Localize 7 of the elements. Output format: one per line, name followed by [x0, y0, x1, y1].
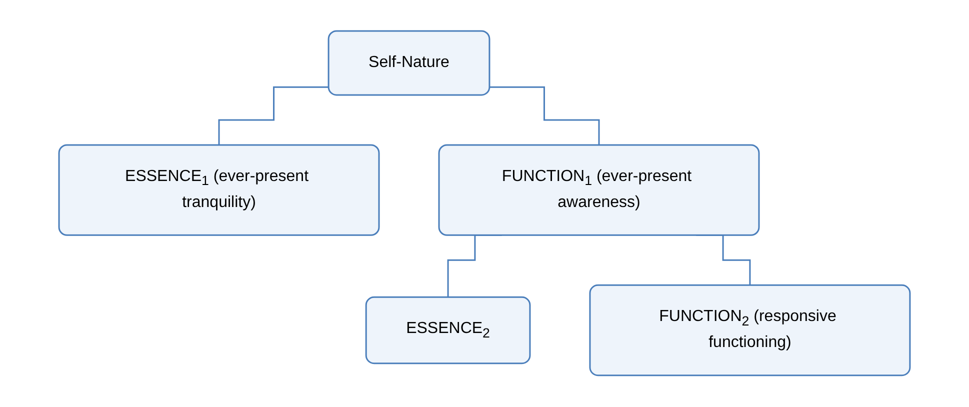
connector — [218, 86, 329, 146]
node-box: Self-Nature — [328, 30, 490, 96]
node-box: ESSENCE$_{1}$ (ever-present tranquility) — [58, 144, 380, 236]
connector — [489, 86, 600, 146]
node-box: FUNCTION$_{1}$ (ever-present awareness) — [438, 144, 760, 236]
node-box: ESSENCE$_{2}$ — [365, 296, 531, 364]
node-box: FUNCTION$_{2}$ (responsive functioning) — [589, 284, 911, 376]
